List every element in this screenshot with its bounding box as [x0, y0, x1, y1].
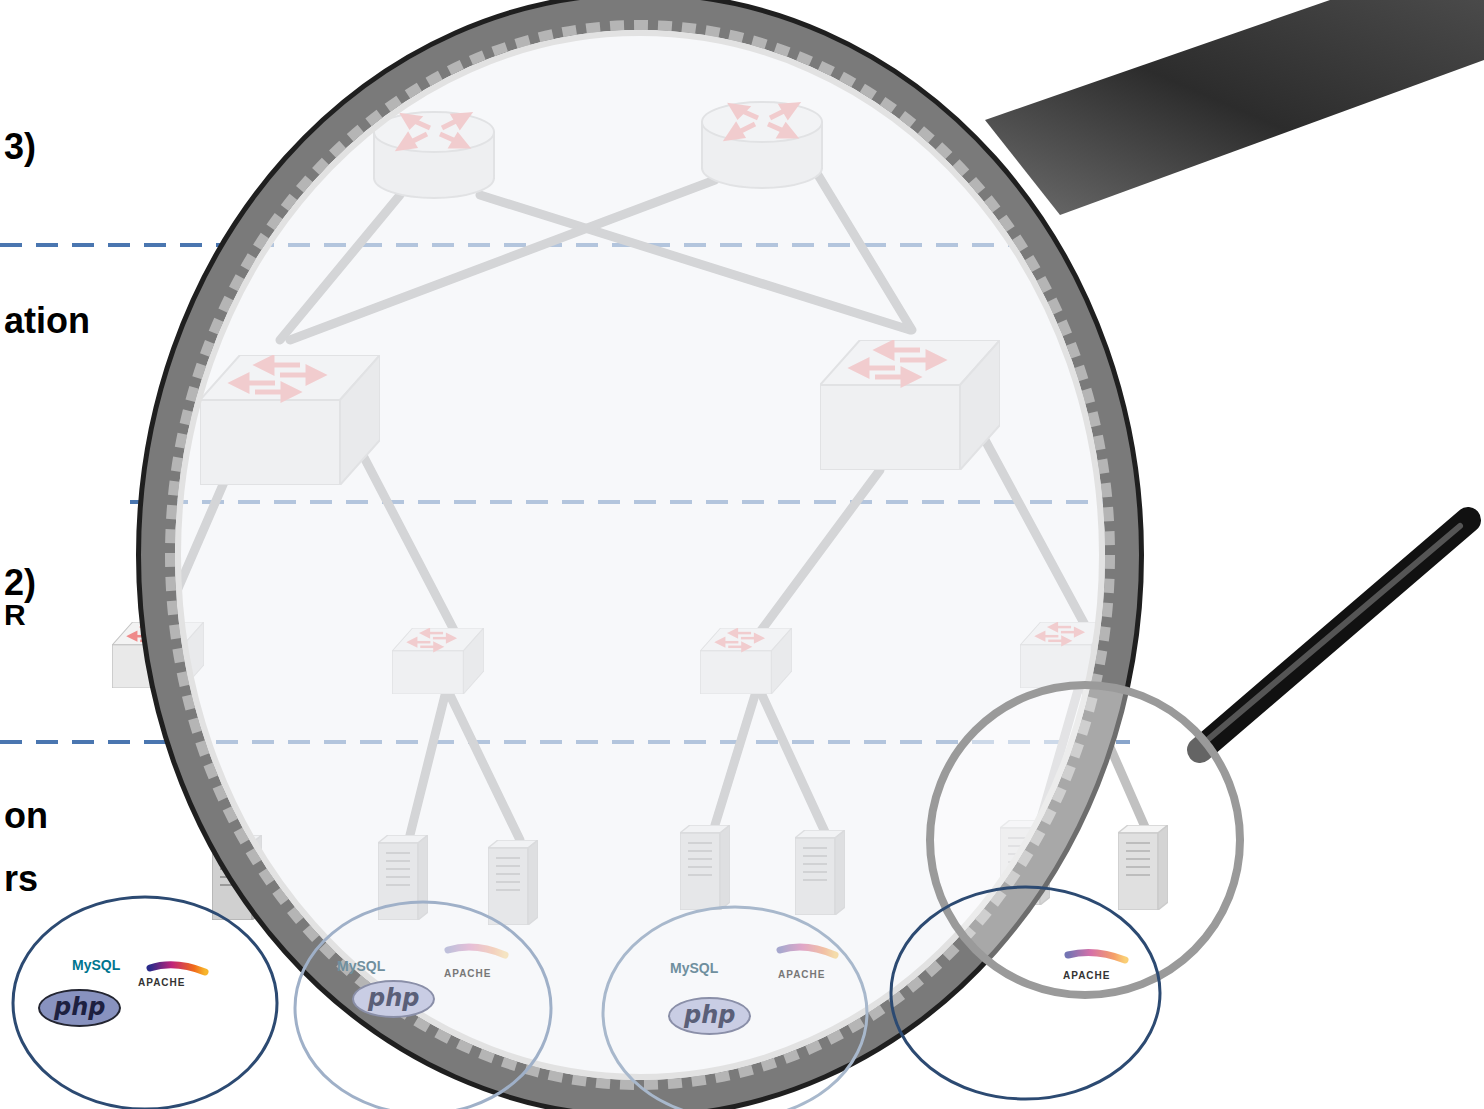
tier-label: rs — [4, 858, 38, 900]
tier-label: 2) — [4, 562, 36, 604]
mysql-logo: MySQL — [337, 958, 385, 974]
tier-label: ation — [4, 300, 90, 342]
mysql-logo: MySQL — [72, 957, 120, 973]
apache-logo: APACHE — [444, 968, 491, 979]
apache-logo: APACHE — [1063, 970, 1110, 981]
apache-logo: APACHE — [778, 969, 825, 980]
stack-circle: APACHE — [888, 885, 1163, 1109]
php-logo: php — [352, 980, 435, 1018]
php-logo: php — [668, 997, 751, 1035]
stack-circle: MySQL php APACHE — [600, 905, 870, 1109]
php-logo: php — [38, 989, 121, 1027]
tier-label: R — [4, 598, 26, 632]
stack-circle: MySQL php APACHE — [10, 895, 280, 1109]
tier-label: 3) — [4, 126, 36, 168]
apache-logo: APACHE — [138, 977, 185, 988]
stack-circle: MySQL php APACHE — [292, 900, 554, 1109]
circle-outline — [888, 885, 1163, 1109]
tier-label: on — [4, 795, 48, 837]
mysql-logo: MySQL — [670, 960, 718, 976]
